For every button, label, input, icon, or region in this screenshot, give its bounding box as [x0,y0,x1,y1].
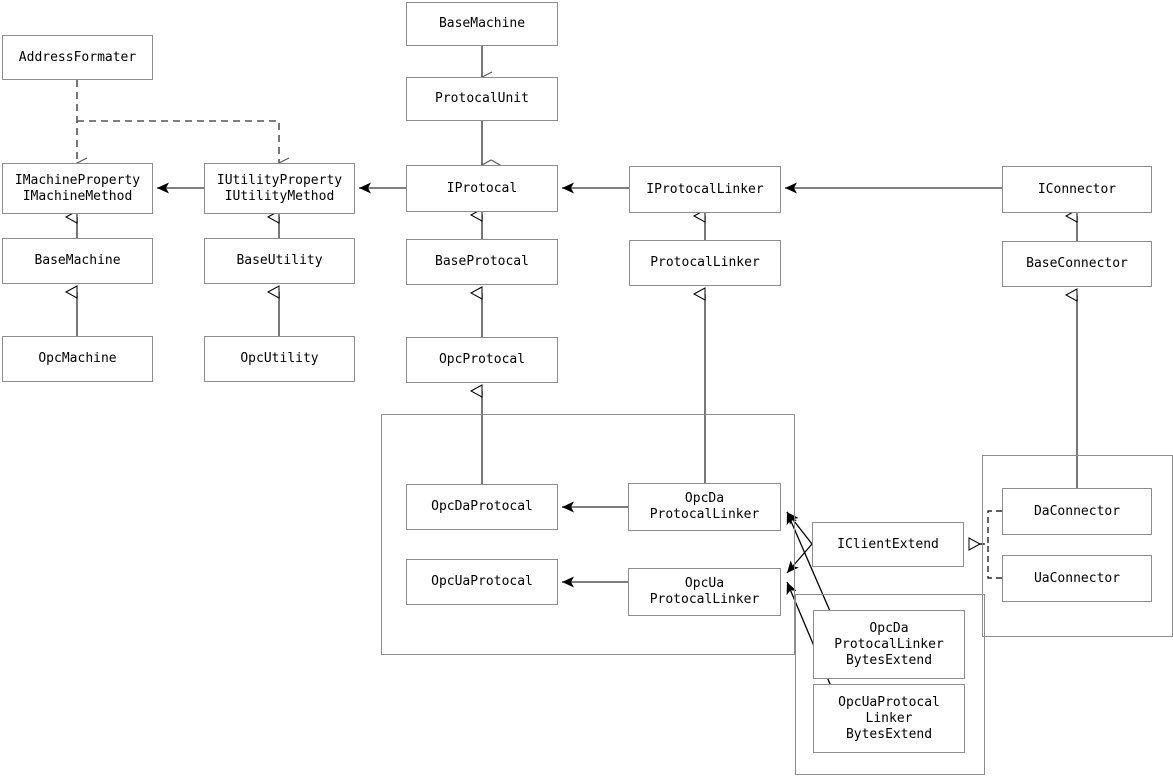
class-BaseMachine[interactable]: BaseMachine [2,238,153,284]
class-OpcDaProtocalLinker[interactable]: OpcDa ProtocalLinker [628,483,781,531]
class-UaConnector[interactable]: UaConnector [1002,555,1152,602]
edge-addressformater-iutilityproperty [77,120,279,163]
class-IProtocalLinker[interactable]: IProtocalLinker [629,166,781,213]
class-ProtocalLinker[interactable]: ProtocalLinker [629,240,781,286]
class-BaseMachine-top[interactable]: BaseMachine [406,2,558,46]
class-BaseProtocal[interactable]: BaseProtocal [406,239,558,285]
class-OpcProtocal[interactable]: OpcProtocal [406,337,558,383]
class-OpcUaProtocal[interactable]: OpcUaProtocal [406,559,558,605]
class-OpcUaProtocalLinker[interactable]: OpcUa ProtocalLinker [628,568,781,616]
class-OpcUtility[interactable]: OpcUtility [204,336,355,382]
class-OpcDaProtocal[interactable]: OpcDaProtocal [406,484,558,530]
class-IProtocal[interactable]: IProtocal [406,165,558,212]
class-BaseConnector[interactable]: BaseConnector [1002,241,1152,287]
class-IUtilityProperty[interactable]: IUtilityProperty IUtilityMethod [204,163,355,214]
class-IClientExtend[interactable]: IClientExtend [812,522,964,567]
class-OpcUaProtocalLinkerBytesExtend[interactable]: OpcUaProtocal Linker BytesExtend [813,684,965,753]
class-OpcMachine[interactable]: OpcMachine [2,336,153,382]
class-IConnector[interactable]: IConnector [1002,166,1152,213]
class-BaseUtility[interactable]: BaseUtility [204,238,355,284]
class-IMachineProperty[interactable]: IMachineProperty IMachineMethod [2,163,153,214]
class-DaConnector[interactable]: DaConnector [1002,488,1152,535]
package-bytes-extend [795,594,985,775]
class-AddressFormater[interactable]: AddressFormater [2,35,153,80]
package-connectors [982,455,1173,637]
package-opc-protocal-linkers [381,414,795,655]
class-ProtocalUnit[interactable]: ProtocalUnit [406,77,558,121]
class-OpcDaProtocalLinkerBytesExtend[interactable]: OpcDa ProtocalLinker BytesExtend [813,610,965,679]
